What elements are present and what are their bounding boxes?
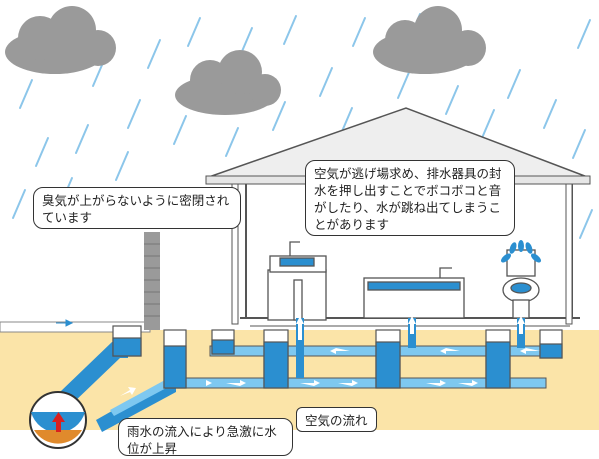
air-flow-arrows bbox=[120, 348, 540, 396]
bathtub bbox=[363, 267, 465, 319]
sink bbox=[267, 241, 327, 321]
splash-icon bbox=[501, 240, 541, 263]
downspout-left bbox=[231, 183, 239, 325]
block-wall bbox=[144, 232, 160, 330]
callout-water-rise: 雨水の流入により急激に水位が上昇 bbox=[118, 418, 293, 456]
downspout-right bbox=[565, 183, 573, 325]
toilet bbox=[502, 249, 540, 319]
air-flow-label: 空気の流れ bbox=[296, 407, 377, 432]
cloud-left bbox=[5, 6, 116, 74]
sidewalk-arrow-icon bbox=[56, 319, 74, 327]
inspection-basins bbox=[112, 325, 563, 389]
rising-arrow-icon bbox=[52, 412, 65, 432]
cloud-middle bbox=[175, 50, 281, 115]
upflow-arrows bbox=[296, 316, 525, 340]
callout-bubbling: 空気が逃げ場求め、排水器具の封水を押し出すことでボコボコと音がしたり、水が跳ね出… bbox=[305, 160, 515, 236]
cloud-right bbox=[373, 6, 486, 74]
callout-sealed: 臭気が上がらないように密閉されています bbox=[33, 187, 241, 229]
